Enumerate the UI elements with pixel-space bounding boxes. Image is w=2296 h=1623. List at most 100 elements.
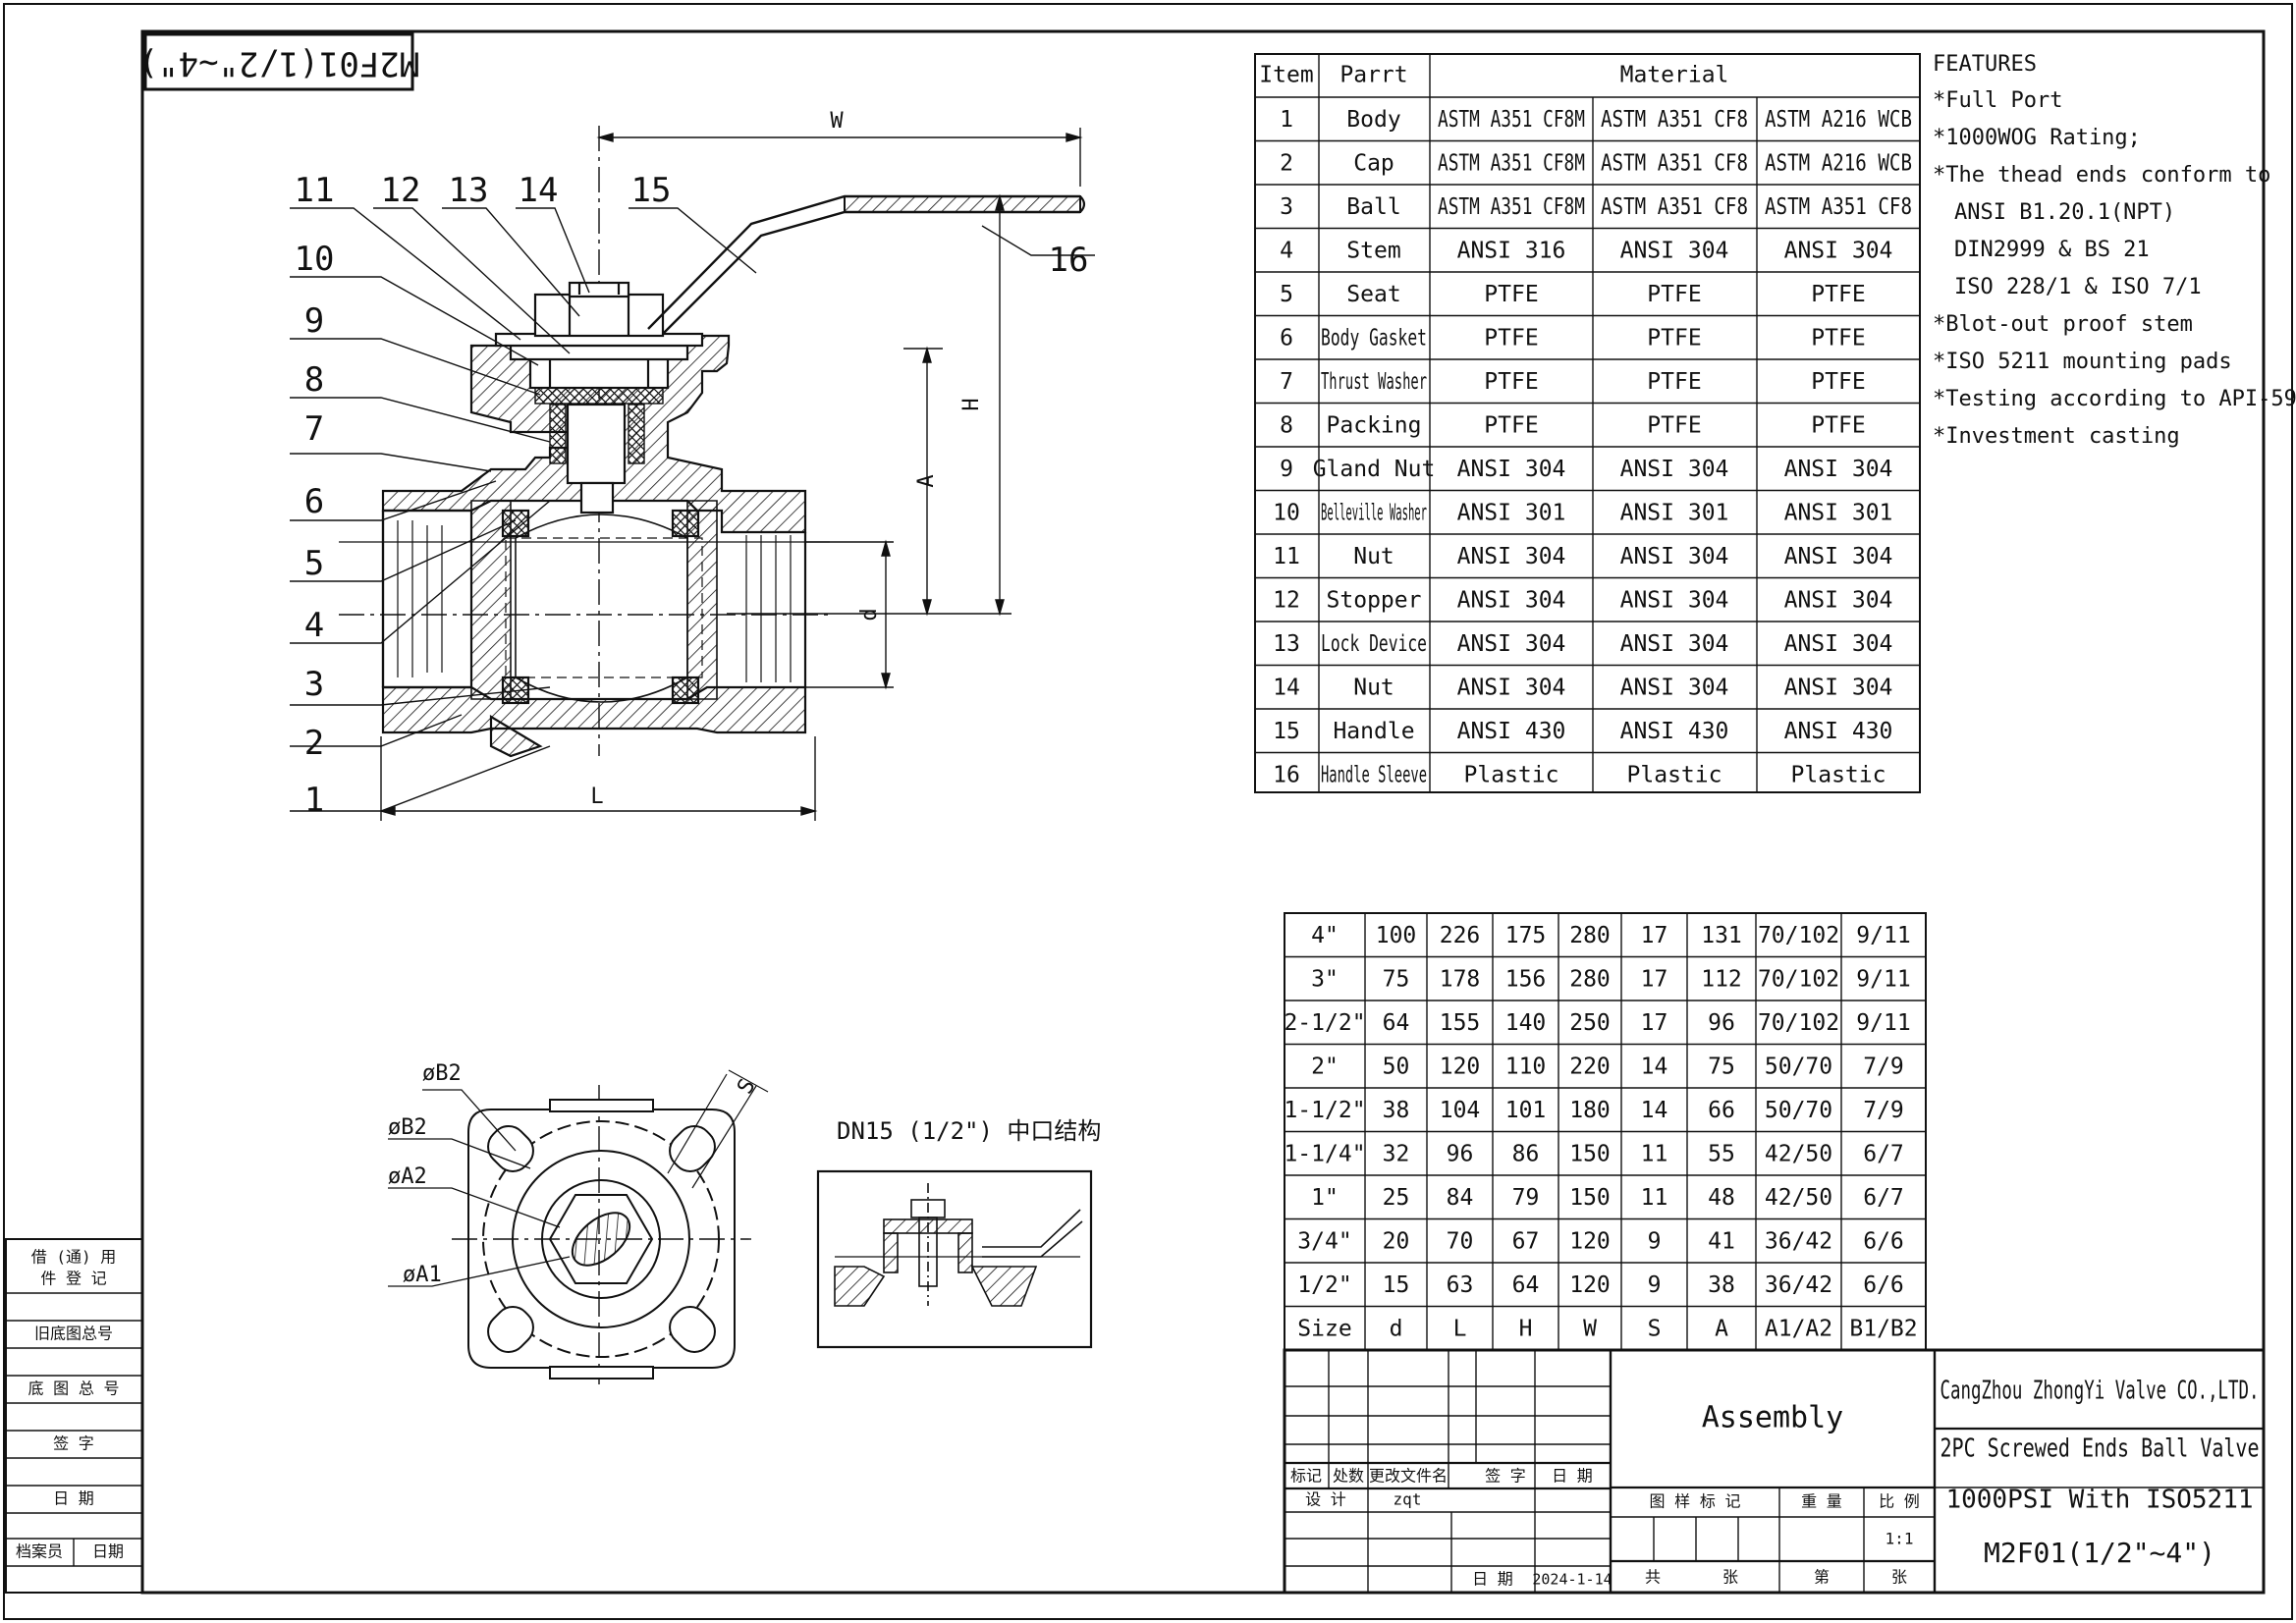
dim-W: W <box>830 109 844 134</box>
design-label: 设 计 <box>1305 1490 1346 1509</box>
size-cell-r3-c8: 7/9 <box>1863 1054 1904 1079</box>
dim-H: H <box>959 398 984 410</box>
size-header-3: H <box>1519 1316 1533 1341</box>
callout-14: 14 <box>519 171 559 210</box>
date-label: 日 期 <box>1472 1570 1513 1589</box>
mat-cell-r8-c4: ANSI 304 <box>1784 457 1893 482</box>
left-cell-2: 旧底图总号 <box>34 1325 113 1343</box>
sheet-unit: 张 <box>1722 1568 1738 1587</box>
mat-cell-r10-c1: Nut <box>1353 544 1394 569</box>
size-cell-r8-c3: 64 <box>1512 1272 1540 1298</box>
size-cell-r6-c3: 79 <box>1512 1185 1540 1211</box>
size-cell-r0-c5: 17 <box>1641 923 1668 948</box>
size-header-2: L <box>1453 1316 1467 1341</box>
sheet-unit2: 张 <box>1891 1568 1907 1587</box>
mat-cell-r8-c3: ANSI 304 <box>1620 457 1729 482</box>
feature-8: *Testing according to API-598 <box>1933 387 2296 411</box>
callout-5: 5 <box>304 544 324 583</box>
size-cell-r5-c8: 6/7 <box>1863 1141 1904 1166</box>
scale-label: 比 例 <box>1879 1492 1920 1511</box>
assembly-label: Assembly <box>1702 1401 1844 1435</box>
size-cell-r8-c0: 1/2" <box>1297 1272 1351 1298</box>
left-cell-1: 件 登 记 <box>40 1270 106 1288</box>
size-cell-r7-c6: 41 <box>1708 1228 1735 1254</box>
mat-cell-r4-c3: PTFE <box>1647 282 1701 307</box>
size-cell-r0-c0: 4" <box>1311 923 1339 948</box>
feature-2: *The thead ends conform to <box>1933 163 2270 188</box>
size-cell-r6-c0: 1" <box>1311 1185 1339 1211</box>
mat-cell-r4-c1: Seat <box>1346 282 1400 307</box>
size-cell-r3-c0: 2" <box>1311 1054 1339 1079</box>
size-cell-r8-c4: 120 <box>1569 1272 1611 1298</box>
feature-6: *Blot-out proof stem <box>1933 312 2193 337</box>
company-name: CangZhou ZhongYi Valve CO.,LTD. <box>1941 1377 2260 1406</box>
size-cell-r4-c4: 180 <box>1569 1098 1611 1123</box>
size-cell-r8-c1: 15 <box>1383 1272 1410 1298</box>
mat-cell-r6-c4: PTFE <box>1811 369 1865 395</box>
size-cell-r7-c7: 36/42 <box>1765 1228 1832 1254</box>
mat-cell-r13-c1: Nut <box>1353 675 1394 700</box>
size-cell-r8-c8: 6/6 <box>1863 1272 1904 1298</box>
mat-header-part: Parrt <box>1339 63 1407 88</box>
mat-cell-r1-c4: ASTM A216 WCB <box>1765 150 1912 176</box>
mat-cell-r5-c3: PTFE <box>1647 325 1701 351</box>
mat-cell-r13-c2: ANSI 304 <box>1457 675 1566 700</box>
label-b2-top: øB2 <box>422 1061 462 1086</box>
label-a1: øA1 <box>403 1263 442 1287</box>
size-cell-r0-c4: 280 <box>1569 923 1611 948</box>
feature-3: ANSI B1.20.1(NPT) <box>1954 200 2175 225</box>
size-cell-r8-c2: 63 <box>1447 1272 1474 1298</box>
size-cell-r8-c6: 38 <box>1708 1272 1735 1298</box>
mat-cell-r11-c0: 12 <box>1273 587 1300 613</box>
size-cell-r3-c6: 75 <box>1708 1054 1735 1079</box>
mat-cell-r2-c2: ASTM A351 CF8M <box>1438 194 1585 220</box>
size-cell-r0-c3: 175 <box>1505 923 1547 948</box>
mat-cell-r1-c2: ASTM A351 CF8M <box>1438 150 1585 176</box>
feature-0: *Full Port <box>1933 88 2062 113</box>
mat-cell-r3-c2: ANSI 316 <box>1457 238 1566 263</box>
size-cell-r5-c0: 1-1/4" <box>1284 1141 1365 1166</box>
callout-2: 2 <box>304 724 324 763</box>
mat-cell-r0-c1: Body <box>1346 107 1400 133</box>
size-cell-r5-c6: 55 <box>1708 1141 1735 1166</box>
size-cell-r7-c0: 3/4" <box>1297 1228 1351 1254</box>
size-cell-r3-c5: 14 <box>1641 1054 1668 1079</box>
size-cell-r8-c5: 9 <box>1648 1272 1662 1298</box>
mat-cell-r2-c1: Ball <box>1346 194 1400 220</box>
weight-label: 重 量 <box>1801 1492 1842 1511</box>
size-cell-r4-c2: 104 <box>1440 1098 1481 1123</box>
size-header-1: d <box>1390 1316 1403 1341</box>
mat-cell-r10-c0: 11 <box>1273 544 1300 569</box>
size-cell-r2-c3: 140 <box>1505 1010 1547 1036</box>
size-cell-r3-c4: 220 <box>1569 1054 1611 1079</box>
mat-cell-r5-c1: Body Gasket <box>1321 325 1427 351</box>
callout-6: 6 <box>304 482 324 521</box>
mat-cell-r7-c0: 8 <box>1280 412 1293 438</box>
size-cell-r3-c2: 120 <box>1440 1054 1481 1079</box>
mat-cell-r1-c1: Cap <box>1353 150 1394 176</box>
title-block: CangZhou ZhongYi Valve CO.,LTD. 2PC Scre… <box>1283 1348 2266 1595</box>
size-cell-r3-c7: 50/70 <box>1765 1054 1832 1079</box>
size-cell-r4-c0: 1-1/2" <box>1284 1098 1365 1123</box>
detail-view <box>834 1183 1083 1307</box>
callout-13: 13 <box>449 171 489 210</box>
size-cell-r4-c6: 66 <box>1708 1098 1735 1123</box>
size-cell-r6-c8: 6/7 <box>1863 1185 1904 1211</box>
mat-cell-r14-c3: ANSI 430 <box>1620 719 1729 744</box>
feature-7: *ISO 5211 mounting pads <box>1933 350 2232 374</box>
product-line2: 1000PSI With ISO5211 <box>1945 1486 2253 1515</box>
label-b2: øB2 <box>388 1115 427 1140</box>
sheet-label: 第 <box>1814 1568 1830 1587</box>
features: FEATURES *Full Port *1000WOG Rating; *Th… <box>1933 52 2296 449</box>
mat-cell-r9-c3: ANSI 301 <box>1620 500 1729 525</box>
left-block: 借 (通) 用 件 登 记 旧底图总号 底 图 总 号 签 字 日 期 档案员 … <box>5 1238 143 1594</box>
valve-section-view <box>339 126 1086 758</box>
size-header-4: W <box>1583 1316 1597 1341</box>
mat-cell-r13-c3: ANSI 304 <box>1620 675 1729 700</box>
callout-16: 16 <box>1049 241 1089 280</box>
size-cell-r2-c2: 155 <box>1440 1010 1481 1036</box>
callout-4: 4 <box>304 606 324 645</box>
mat-cell-r2-c3: ASTM A351 CF8 <box>1601 194 1748 220</box>
